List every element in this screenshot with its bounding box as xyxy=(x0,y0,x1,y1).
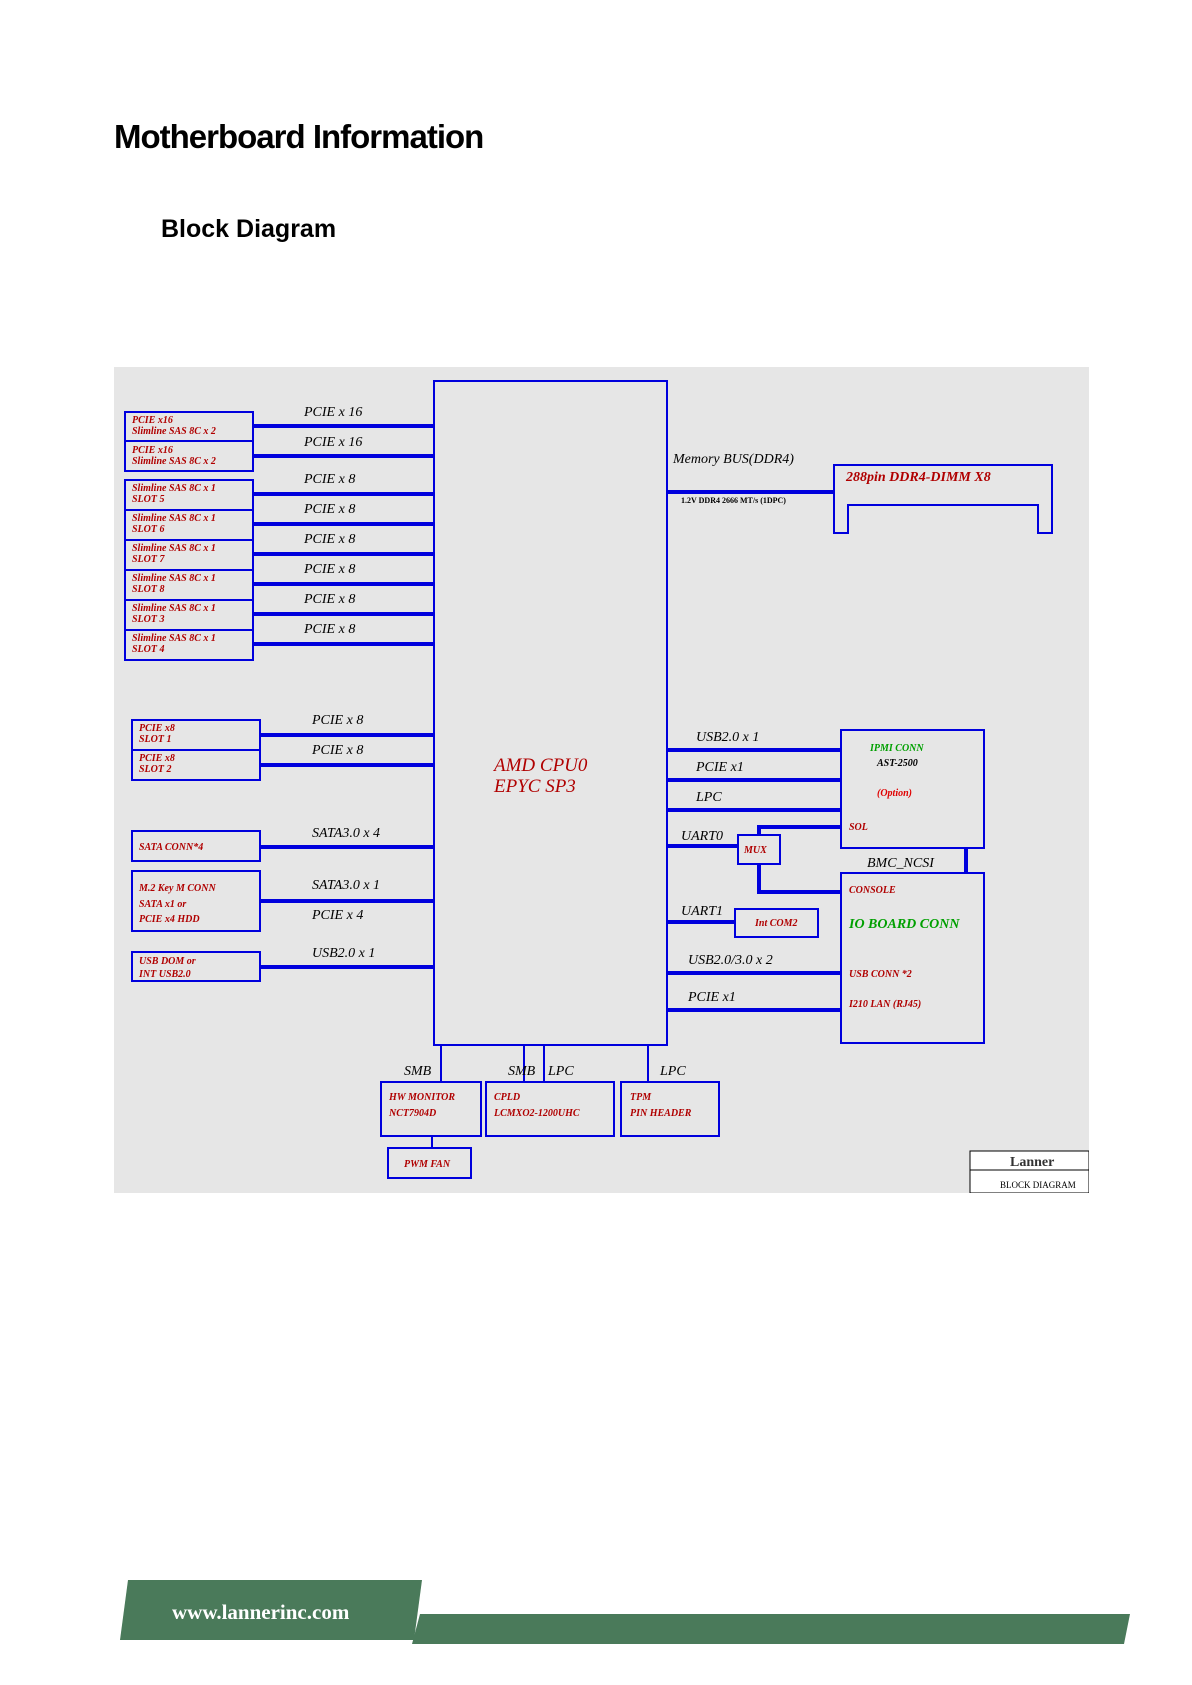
title-block-label: BLOCK DIAGRAM xyxy=(1000,1180,1076,1190)
dimm-box xyxy=(833,464,1053,534)
left-box-1-l2: Slimline SAS 8C x 2 xyxy=(132,426,216,437)
left-box-6-l1: Slimline SAS 8C x 1 xyxy=(132,573,216,584)
ipmi-title: IPMI CONN xyxy=(869,743,924,754)
page-title: Motherboard Information xyxy=(114,118,484,155)
ipmi-chip: AST-2500 xyxy=(876,758,918,769)
left-box-12-l3: PCIE x4 HDD xyxy=(139,914,200,925)
left-link-label-10: PCIE x 8 xyxy=(311,743,363,758)
io-lan-label: I210 LAN (RJ45) xyxy=(848,999,921,1010)
tpm-box xyxy=(620,1081,720,1137)
hw-monitor-l1: HW MONITOR xyxy=(388,1092,455,1103)
dimm-label: 288pin DDR4-DIMM X8 xyxy=(845,470,991,485)
int-com-label: Int COM2 xyxy=(754,918,798,929)
cpld-box xyxy=(485,1081,615,1137)
left-box-2-l2: Slimline SAS 8C x 2 xyxy=(132,456,216,467)
io-board-title: IO BOARD CONN xyxy=(848,917,960,932)
tpm-l2: PIN HEADER xyxy=(630,1108,692,1119)
cpu-label-1: AMD CPU0 xyxy=(492,755,588,776)
left-link-label-5: PCIE x 8 xyxy=(303,532,355,547)
memory-bus-label: Memory BUS(DDR4) xyxy=(672,452,794,467)
io-usb-label: USB CONN *2 xyxy=(849,969,912,980)
footer-url[interactable]: www.lannerinc.com xyxy=(172,1600,350,1624)
link-mux-console xyxy=(757,864,841,894)
block-diagram: Lanner BLOCK DIAGRAM AMD CPU0 EPYC SP3 P… xyxy=(114,367,1089,1193)
left-box-10-l2: SLOT 2 xyxy=(139,764,172,775)
bottom-link-label-3: LPC xyxy=(547,1064,574,1079)
left-link-label-12: SATA3.0 x 1 xyxy=(312,878,380,893)
mux-box xyxy=(737,834,781,865)
pwm-fan-label: PWM FAN xyxy=(404,1159,451,1170)
right-link-label-2: PCIE x1 xyxy=(695,760,744,775)
left-box-1-l1: PCIE x16 xyxy=(132,415,173,426)
right-link-label-6: UART1 xyxy=(681,904,723,919)
cpld-l1: CPLD xyxy=(494,1092,520,1103)
io-board-box xyxy=(840,872,985,1044)
left-link-label-3: PCIE x 8 xyxy=(303,472,355,487)
bottom-link-label-4: LPC xyxy=(659,1064,686,1079)
left-box-7-l2: SLOT 3 xyxy=(132,614,165,625)
title-block xyxy=(969,1150,1089,1193)
left-box-3-l2: SLOT 5 xyxy=(132,494,165,505)
tpm-l1: TPM xyxy=(630,1092,652,1103)
left-box-5-l2: SLOT 7 xyxy=(132,554,166,565)
cpu-label-2: EPYC SP3 xyxy=(493,776,576,797)
io-console-label: CONSOLE xyxy=(849,885,896,896)
cpu-box xyxy=(433,380,668,1046)
left-box-13-l1: USB DOM or xyxy=(139,956,196,967)
left-box-12-l2: SATA x1 or xyxy=(139,899,186,910)
title-block-logo: Lanner xyxy=(1010,1155,1054,1170)
left-link-label-4: PCIE x 8 xyxy=(303,502,355,517)
hw-monitor-l2: NCT7904D xyxy=(388,1108,436,1119)
footer-bar: www.lannerinc.com xyxy=(120,1580,1130,1644)
left-link-label-13: PCIE x 4 xyxy=(311,908,363,923)
left-box-3-l1: Slimline SAS 8C x 1 xyxy=(132,483,216,494)
left-link-label-1: PCIE x 16 xyxy=(303,405,362,420)
int-com-box xyxy=(734,908,819,938)
left-box-13-l2: INT USB2.0 xyxy=(138,969,191,980)
right-link-label-8: PCIE x1 xyxy=(687,990,736,1005)
left-box-8-l2: SLOT 4 xyxy=(132,644,165,655)
left-box-4-l2: SLOT 6 xyxy=(132,524,165,535)
link-mux-sol xyxy=(757,825,841,835)
ipmi-box xyxy=(840,729,985,849)
left-link-label-14: USB2.0 x 1 xyxy=(312,946,375,961)
right-link-label-7: USB2.0/3.0 x 2 xyxy=(688,953,773,968)
memory-spec-label: 1.2V DDR4 2666 MT/s (1DPC) xyxy=(681,496,786,505)
right-link-label-1: USB2.0 x 1 xyxy=(696,730,759,745)
left-link-label-6: PCIE x 8 xyxy=(303,562,355,577)
left-link-label-2: PCIE x 16 xyxy=(303,435,362,450)
hw-monitor-box xyxy=(380,1081,482,1137)
left-box-6-l2: SLOT 8 xyxy=(132,584,165,595)
left-box-8-l1: Slimline SAS 8C x 1 xyxy=(132,633,216,644)
left-link-label-11: SATA3.0 x 4 xyxy=(312,826,380,841)
right-link-label-4: UART0 xyxy=(681,829,723,844)
left-box-11-l1: SATA CONN*4 xyxy=(139,842,203,853)
left-link-label-8: PCIE x 8 xyxy=(303,622,355,637)
left-link-label-9: PCIE x 8 xyxy=(311,713,363,728)
left-box-5-l1: Slimline SAS 8C x 1 xyxy=(132,543,216,554)
footer-stripe xyxy=(412,1614,1130,1644)
left-box-9-l1: PCIE x8 xyxy=(139,723,175,734)
cpld-l2: LCMXO2-1200UHC xyxy=(493,1108,580,1119)
left-box-4-l1: Slimline SAS 8C x 1 xyxy=(132,513,216,524)
mux-label: MUX xyxy=(743,845,767,856)
ipmi-option: (Option) xyxy=(877,788,912,799)
footer-tab xyxy=(120,1580,422,1640)
left-box-10-l1: PCIE x8 xyxy=(139,753,175,764)
ipmi-sol: SOL xyxy=(849,822,868,833)
left-box-12-l1: M.2 Key M CONN xyxy=(138,883,216,894)
section-title: Block Diagram xyxy=(161,215,337,243)
pwm-fan-box xyxy=(387,1147,472,1179)
bottom-link-label-1: SMB xyxy=(404,1064,432,1079)
left-box-7-l1: Slimline SAS 8C x 1 xyxy=(132,603,216,614)
left-box-2-l1: PCIE x16 xyxy=(132,445,173,456)
bottom-link-label-2: SMB xyxy=(508,1064,536,1079)
left-link-label-7: PCIE x 8 xyxy=(303,592,355,607)
left-box-9-l2: SLOT 1 xyxy=(139,734,172,745)
right-link-label-5: BMC_NCSI xyxy=(867,856,935,871)
right-link-label-3: LPC xyxy=(695,790,722,805)
